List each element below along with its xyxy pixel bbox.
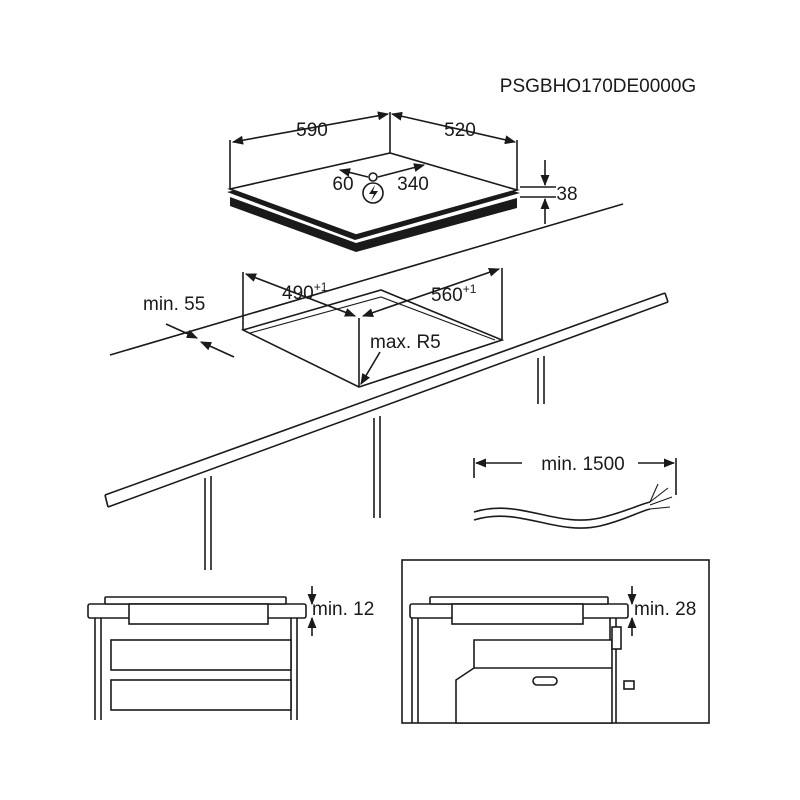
cutout-depth-arrow — [361, 268, 501, 317]
hob-height-dim — [520, 160, 556, 224]
edge-distance-dim — [165, 323, 235, 358]
clearance-2-label: min. 28 — [634, 599, 696, 620]
depth-dim-arrow — [390, 111, 517, 145]
cable-left-label: 60 — [332, 174, 353, 195]
cable-left-arrow — [338, 168, 369, 178]
hob-glass-edge — [230, 197, 517, 252]
install-oven — [401, 559, 710, 724]
hob-width-label: 590 — [296, 120, 328, 141]
lightning-circle-icon — [362, 182, 384, 204]
install-drawers — [87, 586, 317, 720]
radius-label: max. R5 — [370, 332, 441, 353]
hob — [227, 111, 520, 252]
hob-depth-label: 520 — [444, 120, 476, 141]
cable — [473, 458, 677, 529]
cutout — [240, 268, 505, 388]
width-dim-arrow — [231, 111, 390, 145]
product-code: PSGBHO170DE0000G — [500, 76, 696, 97]
hob-height-label: 38 — [556, 184, 577, 205]
cutout-depth-label: 560+1 — [431, 282, 477, 306]
worktop — [104, 203, 669, 570]
cable-length-label: min. 1500 — [541, 454, 624, 475]
cable-right-arrow — [377, 163, 426, 178]
edge-distance-label: min. 55 — [143, 294, 205, 315]
radius-arrow — [360, 351, 381, 385]
clearance-1-label: min. 12 — [312, 599, 374, 620]
cutout-width-arrow — [244, 273, 357, 317]
cable-position — [338, 163, 426, 182]
cable-entry-dot — [368, 172, 378, 182]
cutout-width-label: 490+1 — [282, 280, 328, 304]
cable-right-label: 340 — [397, 174, 429, 195]
